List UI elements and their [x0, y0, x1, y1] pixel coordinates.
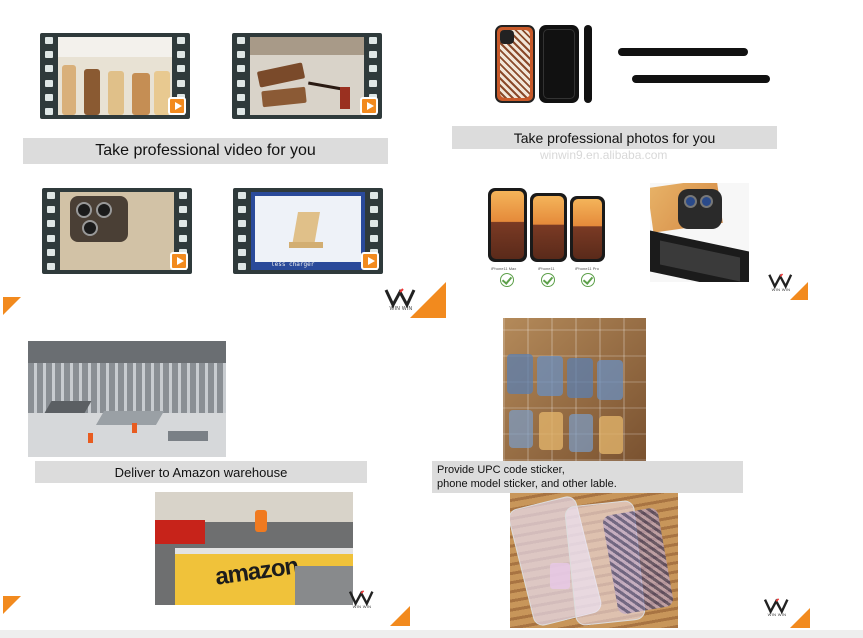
- photo-case-side: [584, 25, 592, 103]
- corner-triangle: [790, 282, 808, 300]
- amazon-photo: amazon: [155, 492, 353, 605]
- photo-case-patterned: [495, 25, 535, 103]
- model-label-2: iPhone11: [538, 266, 555, 271]
- sticker-line-1: Provide UPC code sticker,: [437, 464, 565, 476]
- play-icon[interactable]: [168, 97, 186, 115]
- model-label-3: iPhone11 Pro: [575, 266, 599, 271]
- model-label-1: iPhone11 Max: [491, 266, 517, 271]
- corner-triangle: [3, 596, 21, 614]
- video-screen: [250, 37, 364, 115]
- corner-triangle: [3, 297, 21, 315]
- photo-banner-text: Take professional photos for you: [513, 129, 716, 146]
- photo-case-edge-2: [632, 75, 770, 83]
- winwin-logo: WIN WIN: [347, 590, 377, 610]
- warehouse-banner-text: Deliver to Amazon warehouse: [114, 464, 288, 480]
- video-caption: less charger: [271, 261, 315, 268]
- corner-triangle: [410, 282, 446, 318]
- photo-closeup: [650, 183, 749, 282]
- warehouse-photo: [28, 341, 226, 457]
- watermark: winwin9.en.alibaba.com: [540, 148, 668, 162]
- corner-triangle: [390, 606, 410, 626]
- play-icon[interactable]: [360, 97, 378, 115]
- photo-case-edge-1: [618, 48, 748, 56]
- video-banner: Take professional video for you: [23, 138, 388, 164]
- film-holes: [235, 37, 247, 115]
- corner-triangle: [790, 608, 810, 628]
- video-thumbnail-3[interactable]: [42, 188, 192, 274]
- video-screen: [58, 37, 172, 115]
- sticker-cases-photo: [510, 493, 678, 628]
- play-icon[interactable]: [170, 252, 188, 270]
- check-icon: [541, 273, 555, 287]
- sticker-banner: Provide UPC code sticker, phone model st…: [432, 461, 743, 493]
- film-holes: [43, 37, 55, 115]
- winwin-logo: WIN WIN: [767, 273, 795, 293]
- video-screen: [60, 192, 174, 270]
- photo-case-model-2: [530, 193, 567, 262]
- photo-banner: Take professional photos for you: [452, 126, 777, 149]
- warehouse-banner: Deliver to Amazon warehouse: [35, 461, 367, 483]
- video-thumbnail-4[interactable]: less charger: [233, 188, 383, 274]
- photo-case-model-3: [570, 196, 605, 262]
- check-icon: [500, 273, 514, 287]
- packaged-cases-photo: [503, 318, 646, 461]
- bottom-divider: [0, 630, 863, 638]
- photo-case-model-1: [488, 188, 527, 262]
- play-icon[interactable]: [361, 252, 379, 270]
- video-thumbnail-1[interactable]: [40, 33, 190, 119]
- photo-case-black: [539, 25, 579, 103]
- winwin-logo: WIN WIN: [383, 288, 419, 312]
- video-thumbnail-2[interactable]: [232, 33, 382, 119]
- sticker-line-2: phone model sticker, and other lable.: [437, 478, 617, 490]
- video-screen: less charger: [251, 192, 365, 270]
- winwin-logo: WIN WIN: [762, 598, 792, 618]
- video-banner-text: Take professional video for you: [95, 142, 316, 159]
- film-holes: [45, 192, 57, 270]
- film-holes: [236, 192, 248, 270]
- check-icon: [581, 273, 595, 287]
